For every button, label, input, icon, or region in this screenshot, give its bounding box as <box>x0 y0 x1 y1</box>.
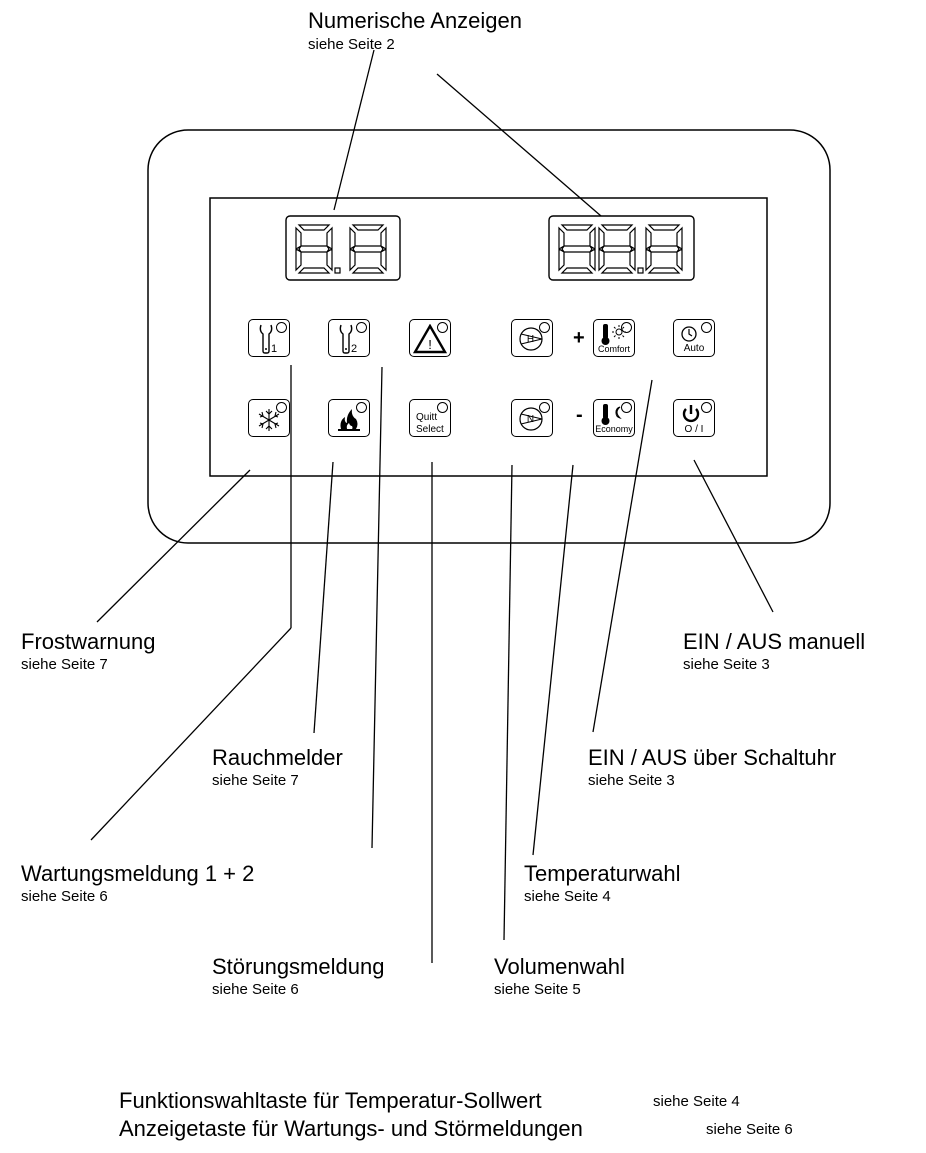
rauch-ref: siehe Seite 7 <box>212 772 299 789</box>
snowflake-icon <box>258 409 280 431</box>
leader-manuell <box>693 459 774 613</box>
footer-line-1-ref: siehe Seite 4 <box>653 1093 740 1110</box>
led <box>701 322 712 333</box>
quitt-select-button[interactable]: Quitt Select <box>409 399 451 437</box>
temp-ref: siehe Seite 4 <box>524 888 611 905</box>
heat-n-button[interactable]: N <box>511 399 553 437</box>
heat-n-label: N <box>526 414 535 425</box>
service-1-label: 1 <box>271 343 278 355</box>
power-icon <box>682 405 700 423</box>
onoff-label: O / I <box>684 424 704 435</box>
wartung-ref: siehe Seite 6 <box>21 888 108 905</box>
fire-icon <box>338 409 360 431</box>
leader-schaltuhr <box>592 379 653 733</box>
select-label: Select <box>416 424 444 435</box>
thermometer-sun-icon <box>601 324 626 345</box>
display-title: Numerische Anzeigen <box>308 8 523 33</box>
on-off-button[interactable]: O / I <box>673 399 715 437</box>
led <box>437 402 448 413</box>
led <box>356 402 367 413</box>
seven-segment-digit <box>295 224 333 274</box>
auto-label: Auto <box>683 343 705 354</box>
seven-segment-digit <box>598 224 636 274</box>
manuell-label: EIN / AUS manuell <box>683 629 866 654</box>
led <box>276 322 287 333</box>
heat-h-button[interactable]: H <box>511 319 553 357</box>
quitt-label: Quitt <box>416 412 438 423</box>
leader-temp <box>532 464 574 856</box>
seven-segment-digit <box>349 224 387 274</box>
led <box>701 402 712 413</box>
service-2-button[interactable]: 2 <box>328 319 370 357</box>
leader-rauch <box>313 461 334 734</box>
panel-inner <box>209 197 768 477</box>
led <box>276 402 287 413</box>
comfort-label: Comfort <box>597 344 630 354</box>
schaltuhr-label: EIN / AUS über Schaltuhr <box>588 745 837 770</box>
display-left <box>285 215 401 281</box>
economy-label: Economy <box>595 424 633 434</box>
schaltuhr-ref: siehe Seite 3 <box>588 772 675 789</box>
footer-line-1: Funktionswahltaste für Temperatur-Sollwe… <box>119 1088 542 1113</box>
smoke-button[interactable] <box>328 399 370 437</box>
fault-button[interactable]: ! <box>409 319 451 357</box>
frost-label: Frostwarnung <box>21 629 156 654</box>
frost-button[interactable] <box>248 399 290 437</box>
comfort-button[interactable]: Comfort <box>593 319 635 357</box>
led <box>437 322 448 333</box>
leader-volumen <box>503 464 513 941</box>
service-2-label: 2 <box>351 343 358 355</box>
heat-h-label: H <box>526 334 535 345</box>
rauch-label: Rauchmelder <box>212 745 343 770</box>
wartung-label: Wartungsmeldung 1 + 2 <box>21 861 255 886</box>
seven-segment-digit <box>558 224 596 274</box>
seven-segment-digit <box>645 224 683 274</box>
volumen-ref: siehe Seite 5 <box>494 981 581 998</box>
leader-frost <box>96 469 251 623</box>
thermometer-moon-icon <box>601 404 622 425</box>
led <box>539 322 550 333</box>
leader-display-right <box>436 73 602 217</box>
pump-icon <box>519 407 543 431</box>
wrench-icon <box>259 324 273 354</box>
decimal-point <box>334 267 341 274</box>
clock-icon <box>681 326 697 342</box>
economy-button[interactable]: Economy <box>593 399 635 437</box>
minus-sign: - <box>576 404 583 426</box>
volumen-label: Volumenwahl <box>494 954 625 979</box>
auto-button[interactable]: Auto <box>673 319 715 357</box>
led <box>539 402 550 413</box>
svg-text:!: ! <box>428 337 432 352</box>
led <box>621 402 632 413</box>
leader-stoerung <box>371 366 383 849</box>
display-ref: siehe Seite 2 <box>308 36 395 53</box>
leader-display-left <box>333 49 375 211</box>
stoerung-ref: siehe Seite 6 <box>212 981 299 998</box>
stoerung-label: Störungsmeldung <box>212 954 385 979</box>
leader-wartung-2 <box>90 627 292 841</box>
plus-sign: + <box>573 327 585 349</box>
warning-triangle-icon: ! <box>413 324 447 354</box>
footer-line-2-ref: siehe Seite 6 <box>706 1121 793 1138</box>
manuell-ref: siehe Seite 3 <box>683 656 770 673</box>
frost-ref: siehe Seite 7 <box>21 656 108 673</box>
wrench-icon <box>339 324 353 354</box>
temp-label: Temperaturwahl <box>524 861 681 886</box>
led <box>621 322 632 333</box>
pump-icon <box>519 327 543 351</box>
service-1-button[interactable]: 1 <box>248 319 290 357</box>
decimal-point <box>637 267 644 274</box>
display-right <box>548 215 695 281</box>
led <box>356 322 367 333</box>
footer-line-2: Anzeigetaste für Wartungs- und Störmeldu… <box>119 1116 583 1141</box>
panel-housing <box>147 129 831 544</box>
